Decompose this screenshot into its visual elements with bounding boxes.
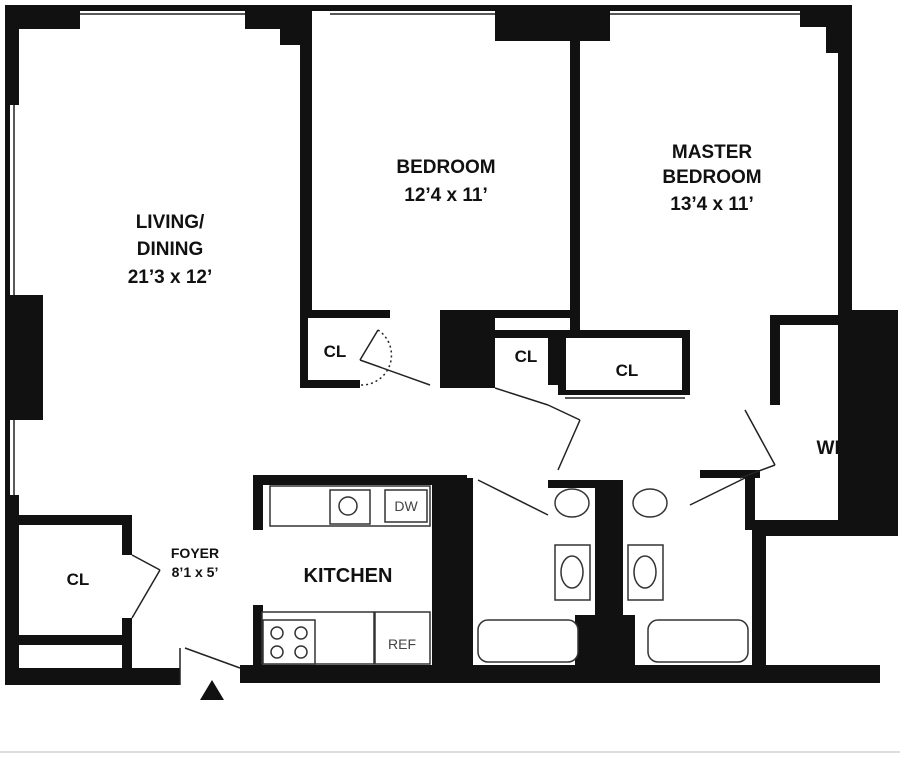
dishwasher-label: DW xyxy=(394,498,418,514)
foyer-name: FOYER xyxy=(171,545,219,561)
kitchen-fixtures xyxy=(261,485,431,665)
closet-foyer-label: CL xyxy=(67,570,90,589)
refrigerator-label: REF xyxy=(388,636,416,652)
foyer-dims: 8’1 x 5’ xyxy=(172,564,219,580)
walls xyxy=(5,5,898,685)
bath-fixtures xyxy=(477,488,749,663)
stove-icon xyxy=(262,619,316,665)
doors xyxy=(131,329,776,685)
master-name-line1: MASTER xyxy=(672,142,753,163)
living-name-line1: LIVING/ xyxy=(136,212,205,233)
wic-name: WIC xyxy=(817,438,854,459)
bedroom-dims: 12’4 x 11’ xyxy=(404,185,487,206)
master-name-line2: BEDROOM xyxy=(662,167,761,188)
refrigerator xyxy=(374,611,431,665)
dishwasher xyxy=(384,489,428,523)
bedroom-name: BEDROOM xyxy=(396,157,495,178)
windows xyxy=(13,13,800,495)
living-name-line2: DINING xyxy=(137,239,204,260)
living-dims: 21’3 x 12’ xyxy=(128,267,213,288)
kitchen-name: KITCHEN xyxy=(304,565,393,587)
toilet-right xyxy=(632,488,668,518)
bathtub-left xyxy=(477,619,579,663)
toilet-left xyxy=(554,488,590,518)
master-dims: 13’4 x 11’ xyxy=(670,194,753,215)
bathtub-right xyxy=(647,619,749,663)
closet-center-label: CL xyxy=(515,347,538,366)
closet-bedroom-label: CL xyxy=(324,342,347,361)
closet-master-label: CL xyxy=(616,361,639,380)
entrance-arrow-icon xyxy=(200,680,224,700)
